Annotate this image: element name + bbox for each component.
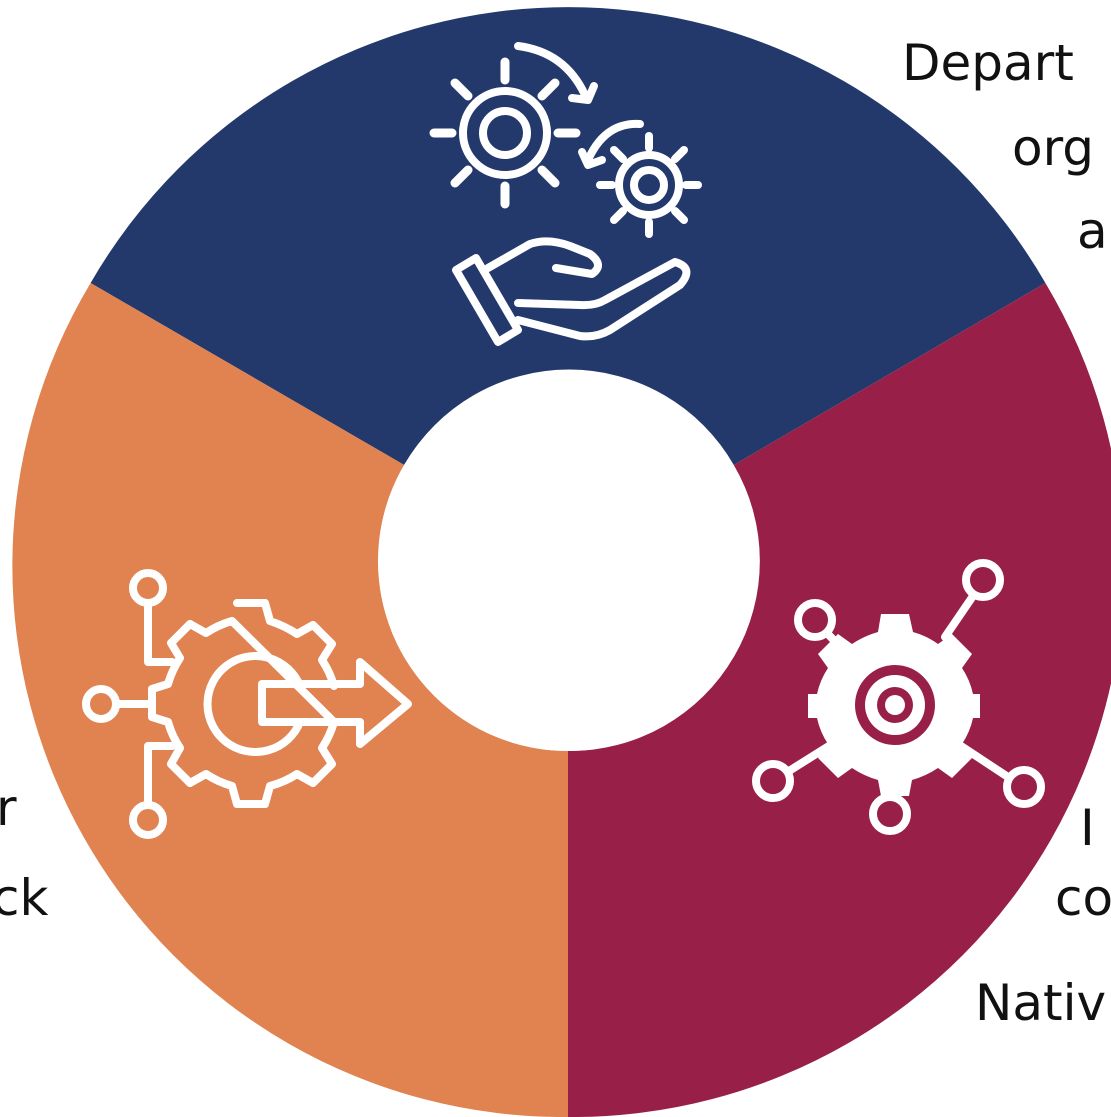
label-top: Depart org a bbox=[902, 34, 1108, 260]
center-hole bbox=[378, 371, 758, 751]
label-right-line-1: I bbox=[1080, 799, 1095, 857]
segment-left bbox=[12, 283, 568, 1117]
label-top-line-1: Depart bbox=[902, 34, 1074, 92]
label-left-line-2: ck bbox=[0, 869, 48, 927]
gear-arrow-process-icon bbox=[82, 569, 412, 839]
label-top-line-2: org bbox=[1012, 119, 1094, 177]
label-left-line-1: r bbox=[0, 779, 17, 837]
label-top-line-3: a bbox=[1077, 202, 1108, 260]
segment-top bbox=[90, 7, 1046, 466]
gears-in-hand-icon bbox=[429, 42, 702, 346]
gear-network-icon bbox=[752, 559, 1045, 835]
label-left: r ck bbox=[0, 779, 48, 927]
label-right: I co Nativ bbox=[975, 799, 1111, 1032]
label-right-line-2: co bbox=[1055, 869, 1111, 927]
label-right-line-3: Nativ bbox=[975, 974, 1106, 1032]
